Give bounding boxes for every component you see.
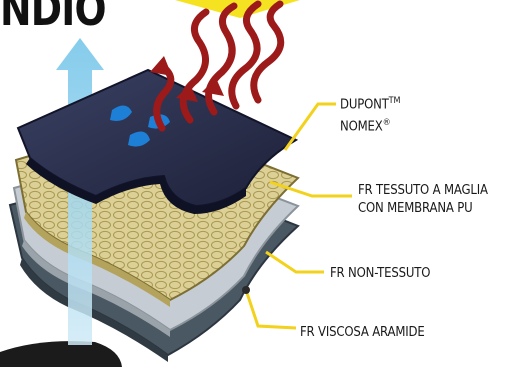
label-nomex-line1: DUPONT (340, 97, 389, 113)
label-aramid-line1: FR VISCOSA ARAMIDE (300, 325, 425, 340)
banner-pointer (175, 0, 300, 18)
label-nonwoven: FR NON-TESSUTO (330, 265, 430, 283)
trademark-sup: TM (388, 96, 401, 106)
label-knit-line1: FR TESSUTO A MAGLIA (358, 183, 488, 198)
helmet-shadow (0, 341, 122, 367)
label-nonwoven-line1: FR NON-TESSUTO (330, 266, 431, 281)
label-knit-membrane: FR TESSUTO A MAGLIA CON MEMBRANA PU (358, 182, 488, 218)
label-knit-line2: CON MEMBRANA PU (358, 201, 473, 216)
registered-sup: ® (382, 118, 391, 129)
page-title: NDIO (0, 0, 107, 36)
water-droplets (110, 105, 170, 147)
label-nomex-line2: NOMEX (340, 119, 383, 135)
leader-lines (244, 102, 352, 330)
heat-arrowheads (150, 56, 224, 102)
layer-nomex (16, 68, 299, 214)
leader-dot (242, 286, 250, 294)
label-nomex: DUPONTTM NOMEX® (340, 92, 400, 137)
label-aramid-viscose: FR VISCOSA ARAMIDE (300, 324, 425, 342)
